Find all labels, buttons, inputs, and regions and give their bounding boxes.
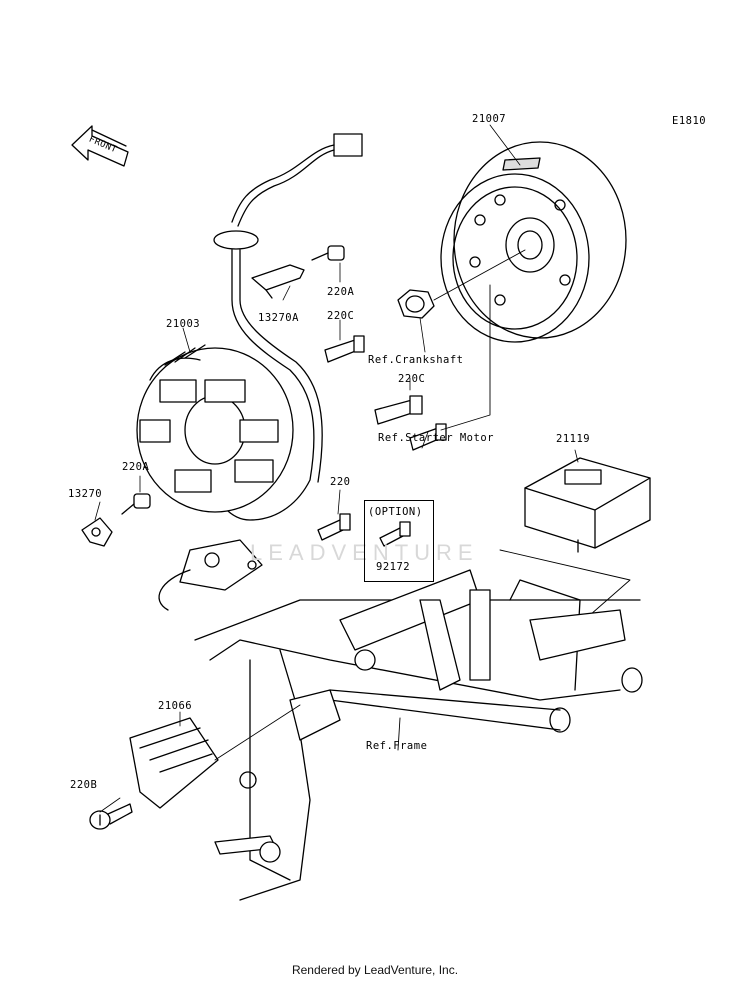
label-220a-left[interactable]: 220A <box>122 461 150 473</box>
crankshaft-nut <box>397 249 526 319</box>
option-box <box>364 500 434 582</box>
watermark-text: LEADVENTURE <box>250 540 479 565</box>
flywheel-rotor-21007 <box>440 141 627 343</box>
label-220b[interactable]: 220B <box>70 779 98 791</box>
label-option: (OPTION) <box>368 506 423 518</box>
rectifier-21066 <box>129 704 301 809</box>
diagram-code: E1810 <box>672 115 707 127</box>
wire-harness <box>209 133 363 521</box>
frame <box>194 569 643 901</box>
regulator-21119 <box>499 457 651 616</box>
bracket-13270a <box>251 264 305 299</box>
stator-21003 <box>136 344 294 513</box>
bolt-220a-left <box>121 493 151 515</box>
label-92172[interactable]: 92172 <box>376 561 411 573</box>
label-220c-top[interactable]: 220C <box>327 310 355 322</box>
bracket-13270 <box>81 517 113 547</box>
label-ref-starter-motor[interactable]: Ref.Starter Motor <box>378 432 494 444</box>
label-220a-top[interactable]: 220A <box>327 286 355 298</box>
screw-220b <box>89 803 133 830</box>
label-ref-crankshaft[interactable]: Ref.Crankshaft <box>368 354 464 366</box>
label-13270a[interactable]: 13270A <box>258 312 299 324</box>
pickup-coil <box>158 539 263 611</box>
label-21066[interactable]: 21066 <box>158 700 193 712</box>
bolt-220c-top <box>324 335 365 363</box>
front-arrow-icon <box>71 125 129 167</box>
bolt-220 <box>317 513 351 541</box>
footer-credit: Rendered by LeadVenture, Inc. <box>291 963 459 977</box>
bolt-92172 <box>379 521 411 547</box>
label-21007[interactable]: 21007 <box>472 113 507 125</box>
label-21119[interactable]: 21119 <box>556 433 591 445</box>
label-220[interactable]: 220 <box>330 476 351 488</box>
bolt-220a-top <box>311 245 345 261</box>
label-ref-frame[interactable]: Ref.Frame <box>366 740 428 752</box>
leader-lines <box>94 124 579 813</box>
label-220c-mid[interactable]: 220C <box>398 373 426 385</box>
label-21003[interactable]: 21003 <box>166 318 201 330</box>
bolt-220c-mid <box>374 395 423 425</box>
label-13270[interactable]: 13270 <box>68 488 103 500</box>
